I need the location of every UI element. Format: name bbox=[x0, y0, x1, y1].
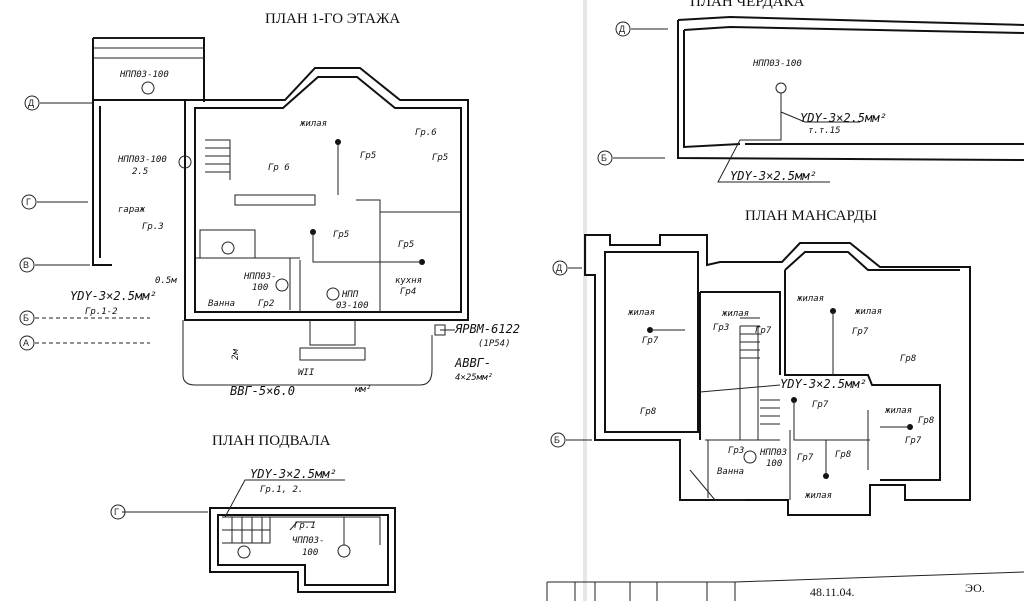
room-label: жилая bbox=[884, 406, 912, 416]
axis-d: Д bbox=[619, 24, 625, 34]
title-block: 48.11.04. ЭО. bbox=[546, 571, 1024, 601]
house-outer-wall bbox=[184, 67, 469, 321]
label: Гр.1 bbox=[294, 521, 316, 531]
label: Гр3 bbox=[728, 446, 744, 456]
floor1-title: ПЛАН 1-ГО ЭТАЖА bbox=[265, 11, 400, 27]
label: Гр.3 bbox=[142, 222, 164, 232]
cable-label: YDY-3×2.5мм² bbox=[250, 467, 337, 481]
label: НПП03-100 bbox=[752, 59, 802, 69]
label: ЧПП03- bbox=[292, 536, 325, 546]
label: Гр.6 bbox=[415, 128, 437, 138]
cable-label: YDY-3×2.5мм² bbox=[780, 377, 867, 391]
label: АВВГ- bbox=[454, 356, 491, 370]
label: Гр8 bbox=[835, 450, 851, 460]
axis-v: В bbox=[23, 260, 29, 270]
stamp-date: 48.11.04. bbox=[810, 585, 855, 599]
label: Гр5 bbox=[360, 151, 376, 161]
house-inner-wall bbox=[194, 76, 462, 313]
axis-b: Б bbox=[554, 435, 560, 445]
label: Гр8 bbox=[918, 416, 934, 426]
room-label: жилая bbox=[721, 309, 749, 319]
label: Гр7 bbox=[812, 400, 829, 410]
label: Гр7 bbox=[755, 326, 772, 336]
cable-label: YDY-3×2.5мм² bbox=[70, 289, 157, 303]
floor1-axes: Д Г В Б А bbox=[19, 95, 150, 351]
label: Гр4 bbox=[400, 287, 416, 297]
label: НПП03 bbox=[759, 448, 787, 458]
axis-d: Д bbox=[556, 263, 562, 273]
axis-g: Г bbox=[26, 197, 31, 207]
axis-b: Б bbox=[23, 313, 29, 323]
axis-d: Д bbox=[28, 98, 34, 108]
label: НПП03- bbox=[243, 272, 277, 282]
stairs bbox=[205, 139, 230, 173]
attic-walls bbox=[677, 15, 1024, 161]
label: Гр.1-2 bbox=[85, 307, 118, 317]
label: Гр5 bbox=[398, 240, 414, 250]
label: т.т.15 bbox=[808, 126, 841, 136]
label: Гр8 bbox=[640, 407, 656, 417]
label: 2.5 bbox=[132, 167, 148, 177]
label: 2м bbox=[231, 349, 241, 360]
cable-label: YDY-3×2.5мм² bbox=[800, 111, 887, 125]
axis-b: Б bbox=[601, 153, 607, 163]
label: Гр5 bbox=[432, 153, 448, 163]
label: Гр8 bbox=[900, 354, 916, 364]
label: Гр3 bbox=[713, 323, 729, 333]
label: 4×25мм² bbox=[455, 373, 493, 383]
mansard-inner-walls bbox=[604, 251, 960, 481]
box-label: ЯРВМ-6122 bbox=[454, 322, 520, 336]
stamp-code: ЭО. bbox=[965, 581, 985, 595]
stairs bbox=[739, 317, 780, 440]
label: Гр7 bbox=[852, 327, 869, 337]
main-cable-label: ВВГ-5×6.0 bbox=[230, 384, 295, 398]
mansard-title: ПЛАН МАНСАРДЫ bbox=[745, 208, 877, 224]
label: WII bbox=[298, 368, 315, 378]
label: 100 bbox=[252, 283, 268, 293]
room-label: Ванна bbox=[208, 299, 235, 309]
label: НПП03-100 bbox=[119, 70, 169, 80]
label: 0.5м bbox=[155, 276, 177, 286]
room-label: жилая bbox=[796, 294, 824, 304]
room-label: жилая bbox=[299, 119, 327, 129]
basement-title: ПЛАН ПОДВАЛА bbox=[212, 433, 331, 449]
mansard-plan: ПЛАН МАНСАРДЫ Д Б жилая жилая жилая жила… bbox=[550, 208, 971, 516]
label: (1Р54) bbox=[478, 339, 511, 349]
attic-title: ПЛАН ЧЕРДАКА bbox=[690, 0, 805, 10]
label: Гр2 bbox=[258, 299, 274, 309]
label: 100 bbox=[766, 459, 782, 469]
basement-walls bbox=[209, 507, 396, 593]
label: Гр5 bbox=[333, 230, 349, 240]
mansard-outer-wall bbox=[584, 234, 971, 516]
label: мм² bbox=[354, 385, 371, 395]
room-label: кухня bbox=[395, 276, 422, 286]
label: НПП bbox=[341, 290, 359, 300]
label: Гр 6 bbox=[268, 163, 290, 173]
label: Гр.1, 2. bbox=[260, 485, 303, 495]
label: 100 bbox=[302, 548, 318, 558]
room-label: жилая bbox=[627, 308, 655, 318]
floor1-plan: ПЛАН 1-ГО ЭТАЖА Д Г В Б А НПП03-100 bbox=[19, 11, 520, 398]
room-label: жилая bbox=[804, 491, 832, 501]
basement-plan: ПЛАН ПОДВАЛА Г YDY-3×2.5мм² Гр.1, 2. Гр.… bbox=[110, 433, 396, 593]
axis-a: А bbox=[23, 338, 29, 348]
stairs bbox=[222, 516, 271, 544]
porch-steps bbox=[299, 320, 366, 361]
label: Гр7 bbox=[905, 436, 922, 446]
axis-g: Г bbox=[114, 507, 119, 517]
room-label: Ванна bbox=[717, 467, 744, 477]
room-label: жилая bbox=[854, 307, 882, 317]
label: НПП03-100 bbox=[117, 155, 167, 165]
label: 03-100 bbox=[336, 301, 369, 311]
label: Гр7 bbox=[797, 453, 814, 463]
room-label: гараж bbox=[118, 205, 146, 215]
attic-plan: ПЛАН ЧЕРДАКА Д Б НПП03-100 YDY-3×2.5мм² … bbox=[597, 0, 1024, 183]
label: Гр7 bbox=[642, 336, 659, 346]
cable-label: YDY-3×2.5мм² bbox=[730, 169, 817, 183]
cable-route bbox=[182, 320, 455, 386]
